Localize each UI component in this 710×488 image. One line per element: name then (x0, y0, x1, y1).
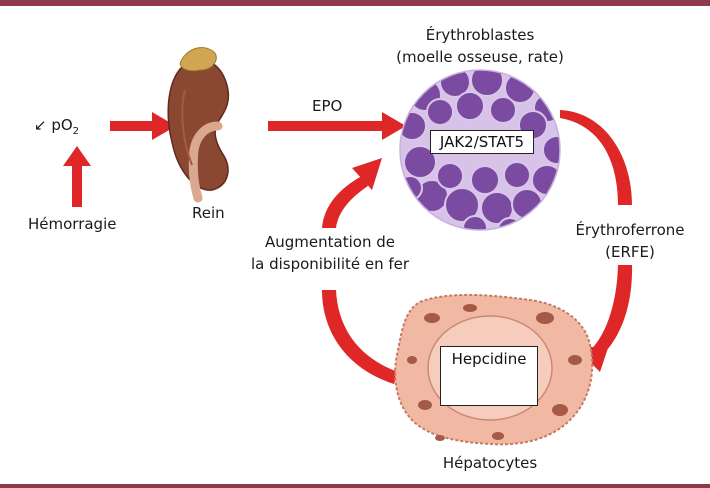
erythroblasts-subtitle: (moelle osseuse, rate) (396, 48, 564, 66)
iron-curved-arrow (322, 158, 398, 384)
epo-label: EPO (312, 97, 343, 115)
top-frame-bar (0, 0, 710, 6)
erfe-label-line1: Érythroferrone (575, 221, 685, 239)
kidney-to-erythroblast-arrow (268, 112, 406, 140)
po2-text: ↙ pO (34, 116, 73, 134)
po2-to-kidney-arrow (110, 112, 176, 140)
po2-subscript: 2 (72, 126, 80, 137)
hemorrhage-label: Hémorragie (28, 215, 117, 233)
erfe-label-line2: (ERFE) (605, 243, 655, 261)
po2-label: ↙ pO2 (34, 115, 79, 142)
jak-stat-box: JAK2/STAT5 (430, 130, 534, 154)
hemorrhage-to-po2-arrow (63, 146, 91, 207)
hepcidin-label: Hepcidine (451, 350, 527, 368)
iron-label-line2: la disponibilité en fer (250, 255, 410, 273)
hepcidin-box: Hepcidine (440, 346, 538, 406)
hepatocytes-label: Hépatocytes (442, 454, 538, 472)
erythroblasts-title: Érythroblastes (425, 26, 535, 44)
bottom-frame-bar (0, 484, 710, 488)
iron-label-line1: Augmentation de (265, 233, 395, 251)
kidney-illustration (167, 47, 230, 203)
kidney-label: Rein (192, 204, 225, 222)
